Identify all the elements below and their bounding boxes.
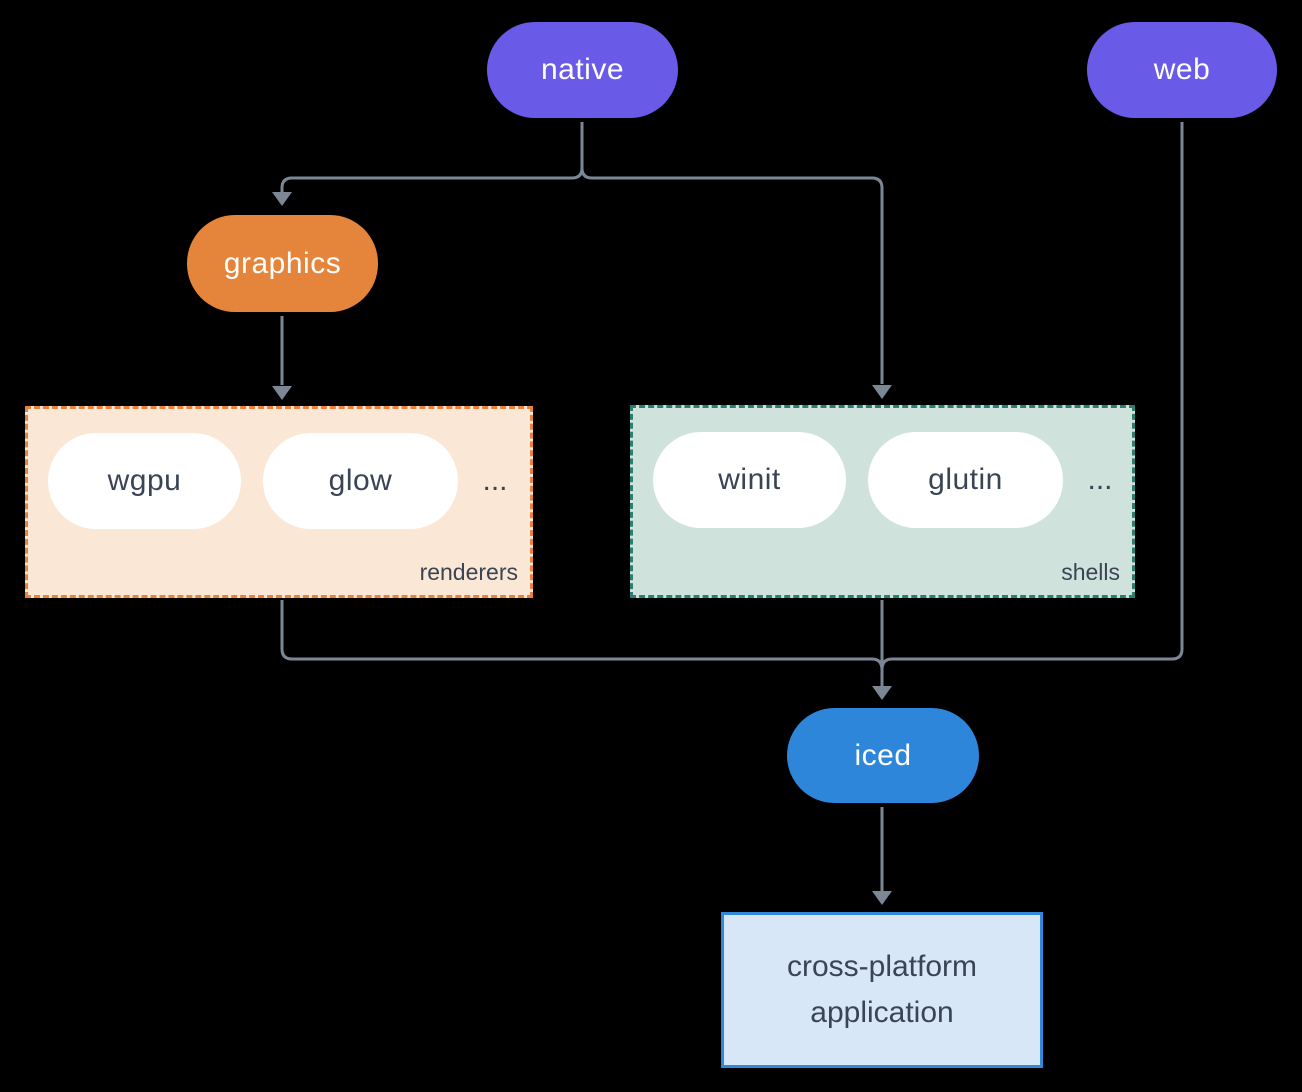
arrowhead-shells [872,385,892,399]
node-winit: winit [653,432,846,528]
renderers-ellipsis: ... [482,464,508,497]
node-wgpu-label: wgpu [107,464,182,497]
node-native-label: native [540,53,625,86]
arrowhead-renderers [272,386,292,400]
arrowhead-iced [872,686,892,700]
shells-ellipsis: ... [1087,463,1113,496]
edge-renderers-to-iced [280,600,884,671]
node-cross-platform-application: cross-platform application [721,912,1043,1068]
node-iced-label: iced [854,738,912,772]
group-renderers: wgpu glow ... renderers [25,406,533,598]
node-web: web [1087,22,1277,118]
node-glow: glow [263,433,458,529]
application-label-line2: application [810,996,954,1029]
group-shells: winit glutin ... shells [630,405,1135,598]
node-graphics: graphics [187,215,378,312]
node-native: native [487,22,678,118]
node-glow-label: glow [328,464,393,497]
node-glutin-label: glutin [928,463,1003,496]
edge-native-to-graphics [280,122,584,192]
arrowhead-application [872,891,892,905]
node-winit-label: winit [718,463,781,496]
node-iced: iced [787,708,979,803]
application-label-line1: cross-platform [786,950,978,983]
edge-native-to-shells [580,122,884,384]
shells-group-label: shells [1061,559,1120,585]
node-glutin: glutin [868,432,1063,528]
node-web-label: web [1153,53,1211,86]
node-graphics-label: graphics [223,246,342,280]
node-wgpu: wgpu [48,433,241,529]
renderers-group-label: renderers [419,559,518,585]
arrowhead-graphics [272,192,292,206]
